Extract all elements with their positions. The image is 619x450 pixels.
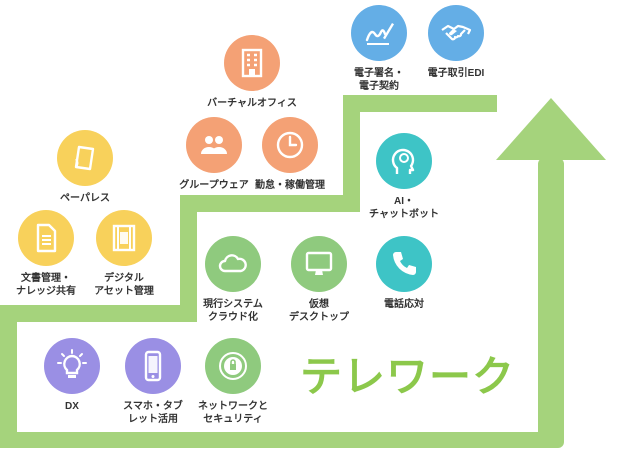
item-circle xyxy=(351,5,407,61)
item-label: バーチャルオフィス xyxy=(207,98,297,109)
item-circle xyxy=(18,210,74,266)
item-circle xyxy=(186,117,242,173)
item-virtual-office: バーチャルオフィス xyxy=(192,35,312,110)
item-label: AI・ チャットボット xyxy=(369,196,439,220)
item-circle xyxy=(376,133,432,189)
item-circle xyxy=(428,5,484,61)
shield-icon xyxy=(216,349,250,383)
item-label: DX xyxy=(65,401,79,412)
item-label: デジタル アセット管理 xyxy=(94,273,154,297)
cloud-icon xyxy=(216,247,250,281)
item-circle xyxy=(262,117,318,173)
smartphone-icon xyxy=(136,349,170,383)
item-label: 電子取引EDI xyxy=(427,68,485,79)
paper-icon xyxy=(68,141,102,175)
item-label: スマホ・タブ レット活用 xyxy=(123,401,183,425)
item-label: 仮想 デスクトップ xyxy=(289,299,349,323)
item-label: 勤怠・稼働管理 xyxy=(255,180,325,191)
item-groupware: グループウェア xyxy=(154,117,274,192)
arrow-head xyxy=(496,98,606,160)
item-label: 電話応対 xyxy=(384,299,424,310)
item-circle xyxy=(205,236,261,292)
item-edi: 電子取引EDI xyxy=(396,5,516,80)
handshake-icon xyxy=(439,16,473,50)
telework-title: テレワーク xyxy=(300,353,516,400)
item-circle xyxy=(291,236,347,292)
item-circle xyxy=(205,338,261,394)
monitor-icon xyxy=(302,247,336,281)
item-circle xyxy=(125,338,181,394)
item-label: 現行システム クラウド化 xyxy=(203,299,263,323)
item-label: ペーパレス xyxy=(60,193,110,204)
item-label: 文書管理・ ナレッジ共有 xyxy=(16,273,76,297)
clock-icon xyxy=(273,128,307,162)
item-label: ネットワークと セキュリティ xyxy=(198,401,268,425)
item-circle xyxy=(44,338,100,394)
item-network: ネットワークと セキュリティ xyxy=(173,338,293,426)
item-esign: 電子署名・ 電子契約 xyxy=(319,5,439,93)
ai-head-icon xyxy=(387,144,421,178)
item-attendance: 勤怠・稼働管理 xyxy=(230,117,350,192)
item-docs: 文書管理・ ナレッジ共有 xyxy=(0,210,106,298)
item-ai: AI・ チャットボット xyxy=(344,133,464,221)
signature-icon xyxy=(362,16,396,50)
item-circle xyxy=(224,35,280,91)
item-assets: デジタル アセット管理 xyxy=(64,210,184,298)
arrow-shaft xyxy=(538,158,564,448)
item-label: 電子署名・ 電子契約 xyxy=(354,68,404,92)
item-dx: DX xyxy=(12,338,132,413)
group-icon xyxy=(197,128,231,162)
item-circle xyxy=(96,210,152,266)
building-icon xyxy=(235,46,269,80)
bulb-icon xyxy=(55,349,89,383)
item-paperless: ペーパレス xyxy=(25,130,145,205)
item-phone: 電話応対 xyxy=(344,236,464,311)
document-icon xyxy=(29,221,63,255)
item-cloud: 現行システム クラウド化 xyxy=(173,236,293,324)
phone-icon xyxy=(387,247,421,281)
item-label: グループウェア xyxy=(179,180,249,191)
item-circle xyxy=(57,130,113,186)
item-circle xyxy=(376,236,432,292)
item-smartphone: スマホ・タブ レット活用 xyxy=(93,338,213,426)
item-desktop: 仮想 デスクトップ xyxy=(259,236,379,324)
film-icon xyxy=(107,221,141,255)
